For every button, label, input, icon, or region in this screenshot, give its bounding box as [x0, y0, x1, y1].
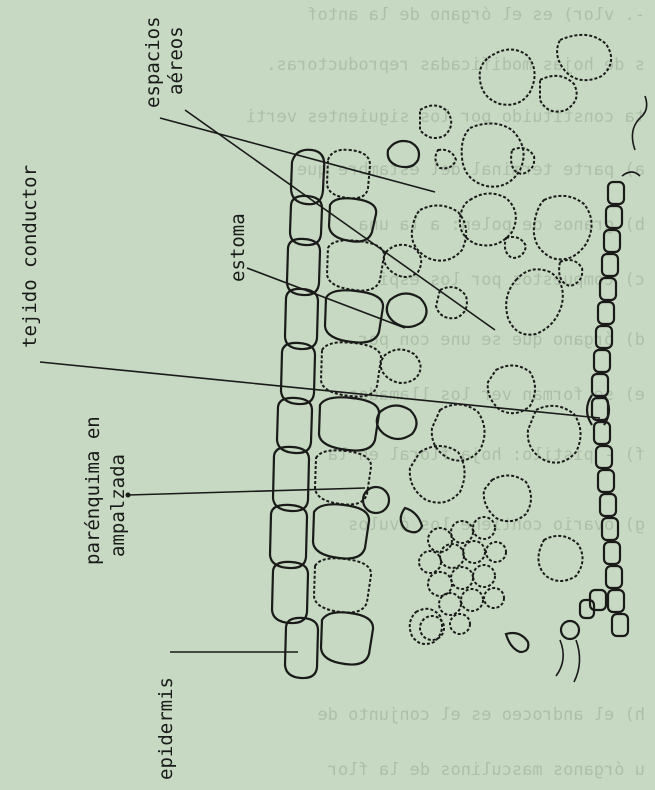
ghost-line: h) el androceo es el conjunto de	[317, 705, 645, 725]
leader-espacios-1	[160, 118, 435, 192]
label-espacios: espacios	[142, 16, 164, 108]
label-ampalzada: ampalzada	[107, 454, 129, 557]
ghost-line: u órganos masculinos de la flor	[328, 760, 645, 780]
leader-lines	[40, 110, 600, 652]
label-estoma: estoma	[227, 213, 249, 282]
label-parenquima: parénquima en	[82, 416, 104, 565]
vascular-bundle	[419, 517, 506, 640]
ghost-line: -. vlor) es el órgano de la antof	[307, 5, 645, 25]
ghost-line: c) compuestos por los espi	[379, 270, 645, 290]
leader-dot	[126, 493, 131, 498]
label-tejido-conductor: tejido conductor	[19, 165, 41, 348]
label-epidermis: epidermis	[155, 677, 177, 780]
label-aereos: aéreos	[165, 26, 187, 95]
ghost-line: b) granos de polen: a la una	[358, 215, 645, 235]
bleed-through-text: -. vlor) es el órgano de la antof s de h…	[246, 5, 645, 780]
leader-parenquima	[128, 488, 365, 495]
upper-epidermis	[270, 150, 324, 678]
ghost-line: s de hojas modificadas reproductoras.	[266, 55, 645, 75]
